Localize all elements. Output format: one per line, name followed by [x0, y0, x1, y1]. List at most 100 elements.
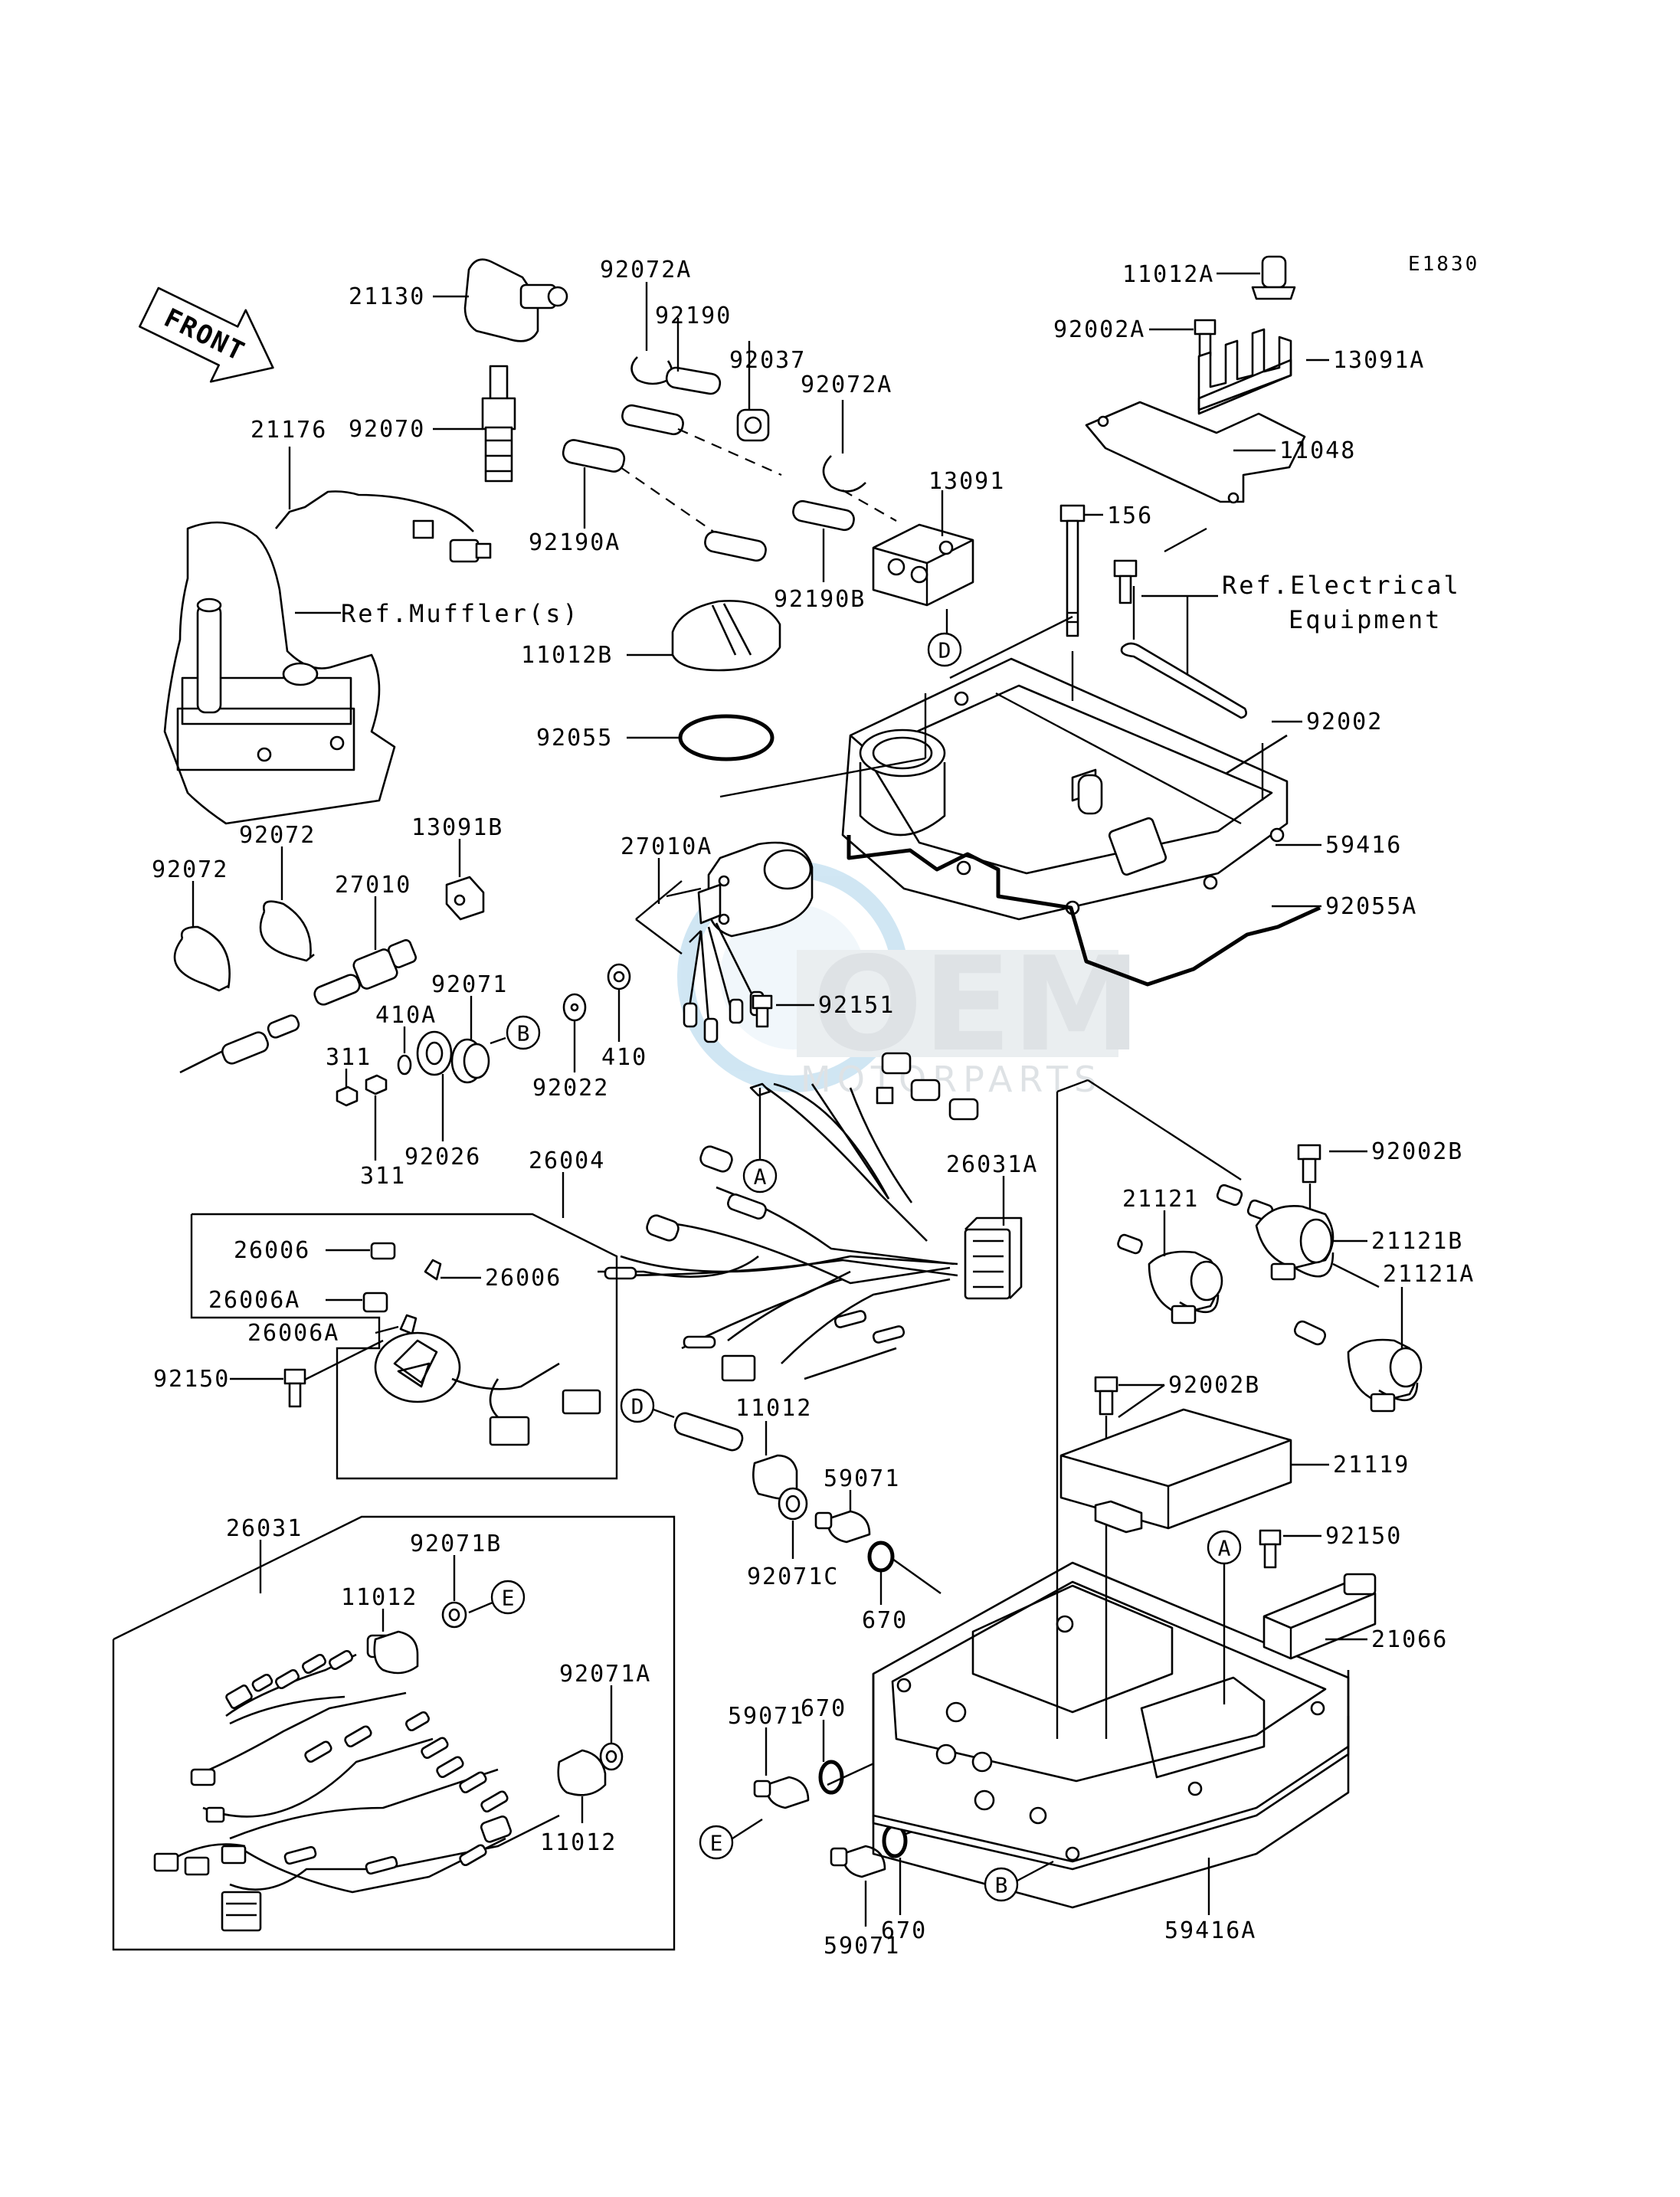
circle-ref-B1: B: [506, 1015, 541, 1050]
fitting-59071-lower: [830, 1845, 886, 1878]
label-311-2: 311: [360, 1163, 406, 1190]
label-21066: 21066: [1371, 1626, 1448, 1653]
label-92072A-1: 92072A: [600, 257, 692, 283]
bracket-11048: [1085, 401, 1306, 504]
label-11012A: 11012A: [1122, 261, 1214, 288]
label-156: 156: [1107, 503, 1153, 529]
label-27010A: 27010A: [621, 833, 712, 860]
svg-text:E: E: [502, 1586, 515, 1611]
label-92037: 92037: [729, 347, 806, 374]
label-21130: 21130: [349, 283, 425, 310]
circle-ref-A1: A: [742, 1158, 778, 1193]
label-92002: 92002: [1306, 709, 1383, 735]
label-670-1: 670: [862, 1607, 908, 1634]
watermark: OEM MOTORPARTS: [677, 861, 1141, 1100]
label-26006A-1: 26006A: [208, 1287, 300, 1314]
label-92190: 92190: [655, 303, 732, 329]
ref-muffler-label: Ref.Muffler(s): [341, 599, 580, 628]
hose-92190B: [704, 499, 855, 562]
label-13091B: 13091B: [411, 814, 503, 841]
oring-92055: [678, 714, 775, 761]
clamp-92072-left: [173, 925, 231, 992]
label-26004: 26004: [529, 1148, 605, 1174]
watermark-brand: OEM: [812, 929, 1141, 1081]
bolt-92002B-upper: [1297, 1144, 1321, 1184]
label-92071B: 92071B: [410, 1531, 502, 1557]
part-labels: 21130 92070 21176 92072A 92190 92037 920…: [152, 257, 1475, 1960]
circle-ref-E1: E: [490, 1580, 526, 1615]
label-13091: 13091: [928, 468, 1005, 495]
label-92026: 92026: [404, 1144, 481, 1171]
label-26006A-2: 26006A: [247, 1320, 339, 1347]
cap-11012-lower: [557, 1749, 607, 1796]
label-92150-1: 92150: [153, 1366, 230, 1393]
label-92072A-2: 92072A: [801, 372, 892, 398]
svg-text:D: D: [938, 638, 951, 663]
grommet-92071A: [599, 1742, 624, 1771]
label-21176: 21176: [251, 417, 327, 444]
circle-ref-B2: B: [984, 1867, 1019, 1902]
bolt-92150-right: [1259, 1529, 1282, 1569]
svg-text:A: A: [754, 1164, 767, 1190]
label-92190A: 92190A: [529, 529, 621, 556]
label-92151: 92151: [818, 992, 895, 1019]
regulator-21066: [1262, 1573, 1377, 1660]
circle-ref-A2: A: [1207, 1530, 1242, 1565]
hose-92190: [665, 366, 722, 395]
ref-electrical-line1: Ref.Electrical: [1222, 571, 1461, 600]
cover-13091: [872, 523, 974, 607]
fuse-26006A-a: [362, 1292, 388, 1313]
label-410: 410: [601, 1044, 647, 1071]
watermark-sub: MOTORPARTS: [801, 1059, 1102, 1100]
nut-311-b: [365, 1074, 388, 1095]
fuse-26006-a: [370, 1242, 396, 1260]
label-21119: 21119: [1333, 1452, 1410, 1478]
label-92002B-1: 92002B: [1371, 1138, 1463, 1165]
spark-plug: [481, 365, 516, 483]
oring-670-upper: [867, 1541, 895, 1573]
label-92072-2: 92072: [239, 822, 316, 849]
label-21121B: 21121B: [1371, 1228, 1463, 1255]
svg-text:E: E: [710, 1831, 723, 1856]
bolt-ref-electrical: [1113, 559, 1138, 604]
bolt-92002A: [1194, 319, 1217, 357]
nut-311-a: [336, 1085, 359, 1107]
label-311-1: 311: [326, 1044, 372, 1071]
cap-11012-mid: [373, 1630, 419, 1675]
label-26031A: 26031A: [946, 1151, 1038, 1178]
label-11012-3: 11012: [540, 1829, 617, 1856]
label-59071-2: 59071: [728, 1703, 804, 1730]
diagram-code: E1830: [1408, 253, 1479, 276]
svg-text:B: B: [995, 1873, 1008, 1898]
washer-410A: [397, 1054, 412, 1076]
svg-text:B: B: [517, 1021, 530, 1046]
label-92022: 92022: [532, 1075, 609, 1102]
label-92071A: 92071A: [559, 1661, 651, 1688]
clamp-92072A-mid: [822, 455, 866, 493]
svg-text:D: D: [631, 1394, 644, 1419]
bolt-92150-left: [283, 1368, 306, 1408]
clamp-92072-right: [259, 900, 315, 962]
electrical-case-59416A: [872, 1561, 1350, 1909]
starter-relay-27010A: [666, 841, 814, 1043]
fuse-box-26004-outline: [190, 1213, 618, 1480]
svg-text:A: A: [1218, 1536, 1231, 1561]
label-670-2: 670: [801, 1695, 847, 1722]
fitting-59071-upper: [814, 1510, 871, 1544]
label-21121A: 21121A: [1383, 1261, 1475, 1288]
damper-92026: [416, 1030, 453, 1076]
electrical-case-cover-59416: [841, 657, 1289, 921]
label-13091A: 13091A: [1333, 347, 1425, 374]
label-92071C: 92071C: [747, 1563, 839, 1590]
fuse-26006A-b: [399, 1314, 418, 1335]
harness-26031-outline: [112, 1515, 676, 1951]
coil-21121B: [1216, 1184, 1335, 1281]
cap-11012A: [1251, 255, 1296, 300]
label-59416A: 59416A: [1164, 1917, 1256, 1944]
damper-92071: [450, 1038, 490, 1084]
label-11012B: 11012B: [521, 642, 613, 669]
cover-13091A: [1197, 328, 1292, 415]
label-670-3: 670: [881, 1917, 927, 1944]
label-26006-2: 26006: [485, 1265, 562, 1292]
strap-ref: [1120, 642, 1247, 719]
